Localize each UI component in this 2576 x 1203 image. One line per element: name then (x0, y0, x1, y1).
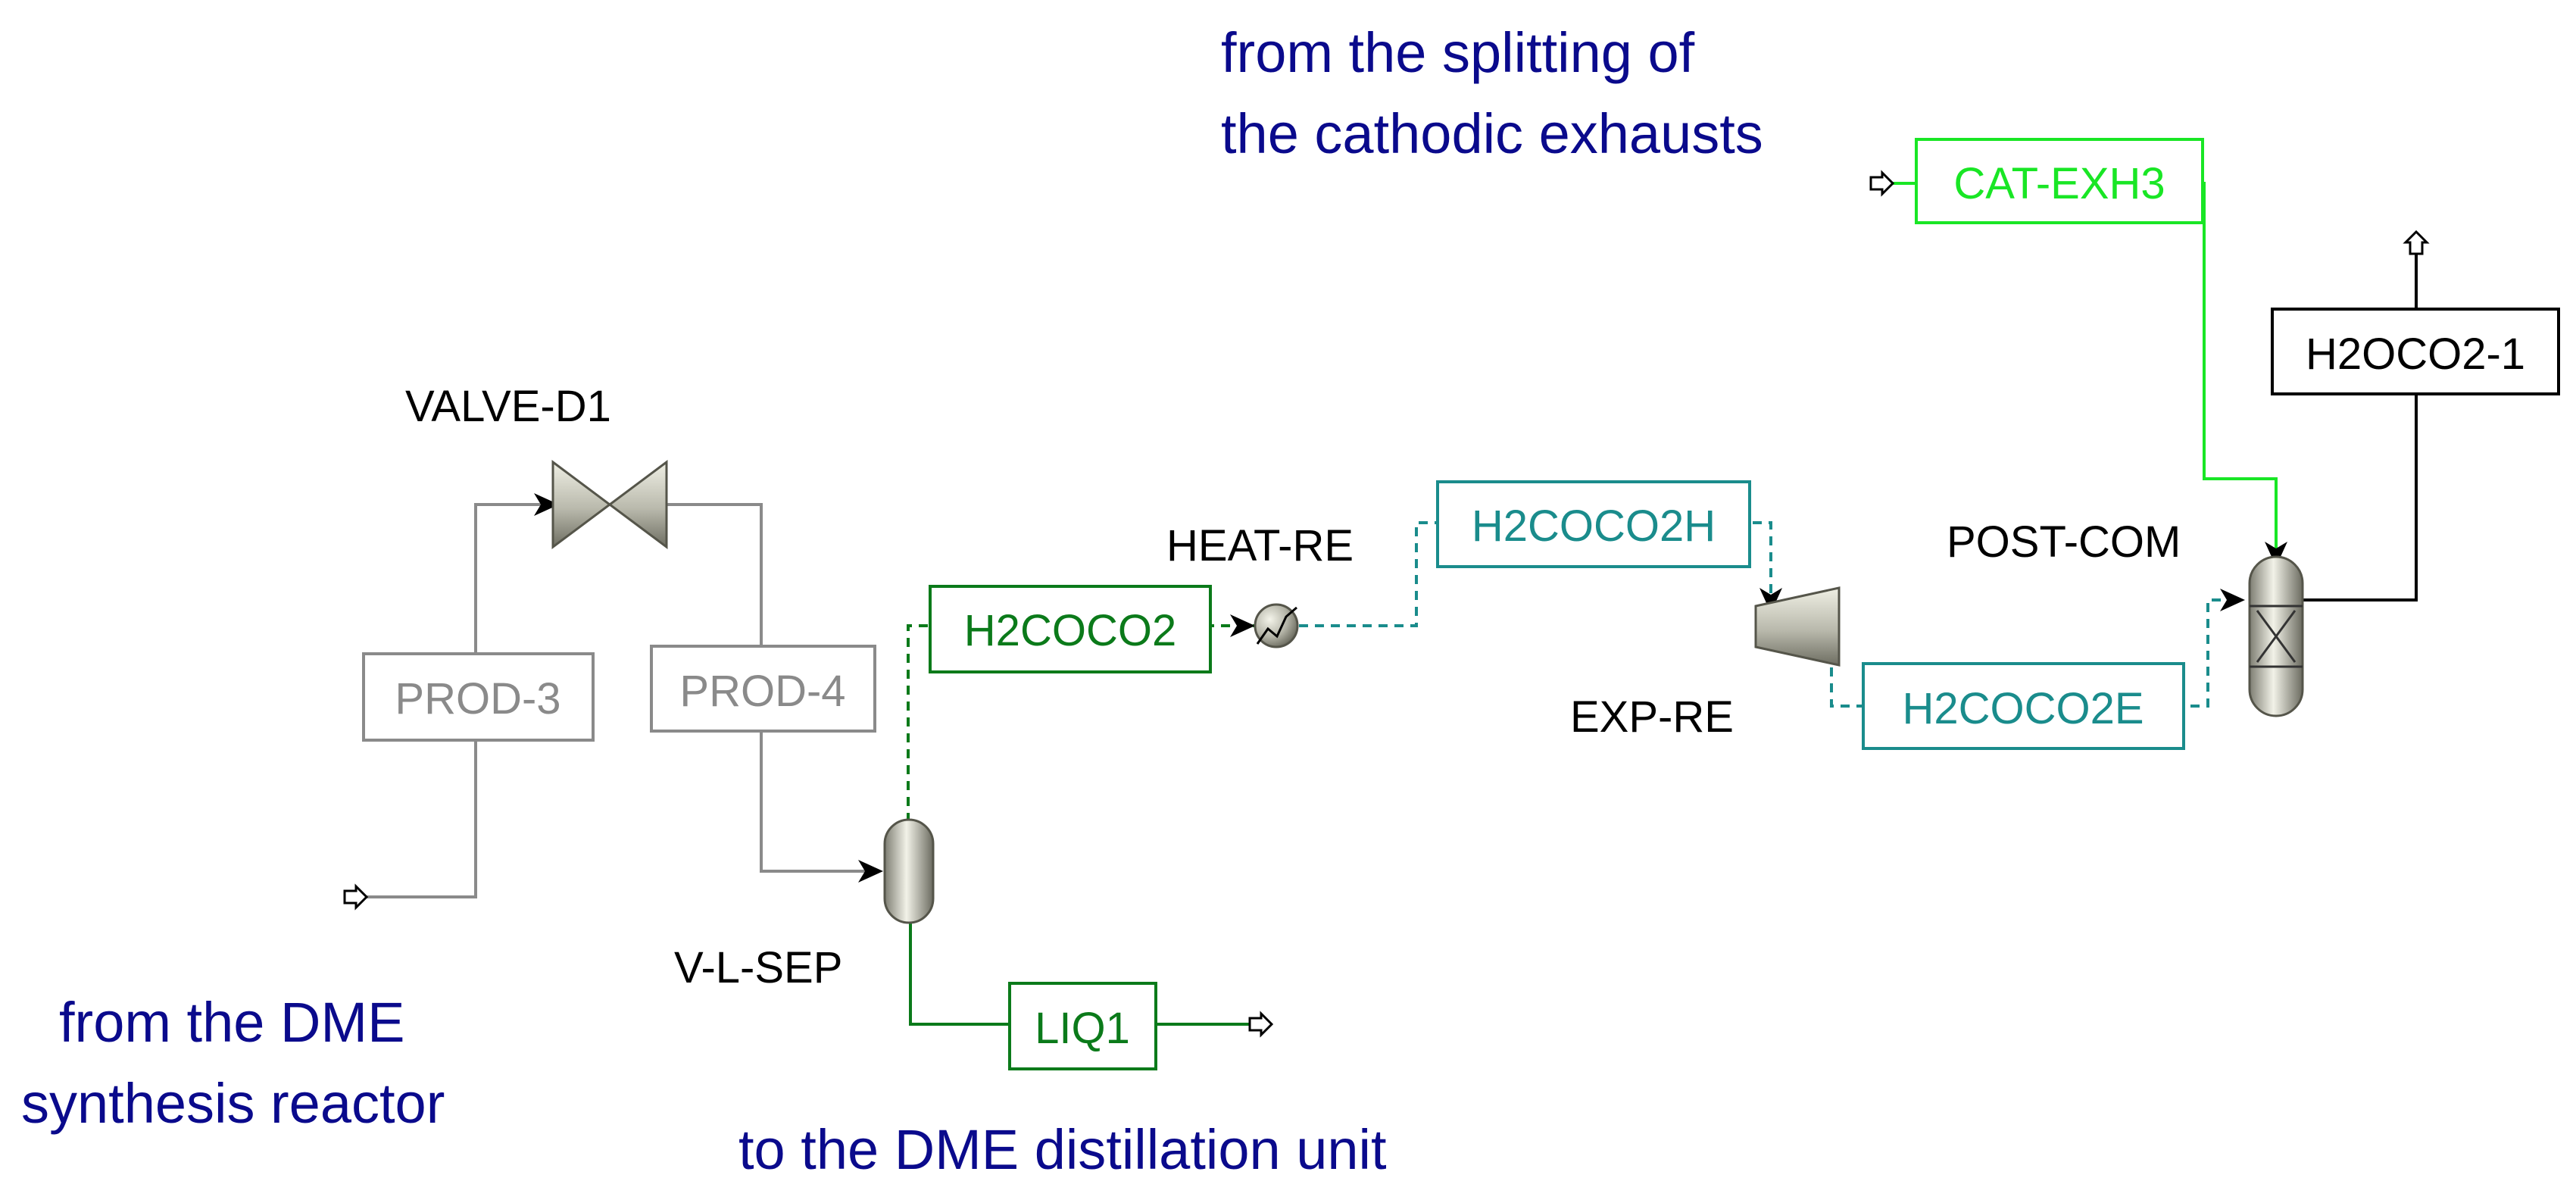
feed-arrow-cat-exh3-icon (1869, 170, 1895, 197)
stream-name-prod4: PROD-4 (679, 667, 845, 716)
block-name-heater: HEAT-RE (1166, 521, 1354, 570)
heater-icon[interactable] (1254, 603, 1299, 648)
stream-name-h2oco2-1: H2OCO2-1 (2306, 330, 2525, 379)
stream-label-h2coco2[interactable]: H2COCO2 (929, 585, 1212, 673)
arrow-into-valve (534, 493, 559, 516)
note-cathodic-line2: the cathodic exhausts (1221, 102, 1763, 165)
note-dme-reactor-line2: synthesis reactor (21, 1072, 445, 1135)
valve-icon[interactable] (551, 460, 668, 549)
product-arrow-h2oco2-1-icon (2403, 230, 2430, 255)
stream-name-h2coco2: H2COCO2 (964, 606, 1176, 655)
block-name-combustor: POST-COM (1947, 517, 2181, 567)
stream-label-cat-exh3[interactable]: CAT-EXH3 (1915, 138, 2204, 224)
block-name-expander: EXP-RE (1570, 692, 1734, 742)
stream-label-prod3[interactable]: PROD-3 (362, 652, 595, 742)
stream-line-cat-exh3[interactable] (1882, 182, 2278, 552)
block-name-separator: V-L-SEP (674, 943, 842, 992)
stream-label-h2coco2h[interactable]: H2COCO2H (1436, 480, 1751, 568)
stream-line-h2coco2[interactable] (907, 624, 1257, 822)
stream-label-liq1[interactable]: LIQ1 (1008, 982, 1157, 1070)
separator-icon[interactable] (883, 818, 935, 924)
stream-label-h2coco2e[interactable]: H2COCO2E (1862, 662, 2185, 750)
stream-label-h2oco2-1[interactable]: H2OCO2-1 (2271, 308, 2560, 395)
note-cathodic-line1: from the splitting of (1221, 21, 1695, 84)
arrow-into-combustor-top (2265, 542, 2287, 567)
expander-icon[interactable] (1754, 586, 1841, 667)
stream-name-liq1: LIQ1 (1035, 1004, 1130, 1053)
arrow-into-separator (858, 860, 883, 883)
product-arrow-liq1-icon (1248, 1011, 1274, 1038)
stream-line-h2coco2e[interactable] (1830, 598, 2231, 708)
stream-line-h2oco2-1[interactable] (2303, 254, 2418, 602)
note-distillation: to the DME distillation unit (738, 1118, 1387, 1181)
arrow-into-expander (1759, 588, 1782, 613)
stream-name-prod3: PROD-3 (395, 674, 560, 723)
stream-name-h2coco2e: H2COCO2E (1902, 684, 2144, 733)
stream-label-prod4[interactable]: PROD-4 (650, 645, 876, 733)
feed-arrow-prod3-icon (343, 883, 369, 911)
note-dme-reactor-line1: from the DME (59, 991, 404, 1054)
stream-name-cat-exh3: CAT-EXH3 (1953, 159, 2165, 208)
arrow-into-combustor-side (2220, 589, 2245, 611)
combustor-icon[interactable] (2248, 555, 2304, 717)
block-name-valve: VALVE-D1 (405, 382, 611, 431)
arrow-into-heater (1230, 614, 1255, 637)
stream-name-h2coco2h: H2COCO2H (1472, 502, 1716, 551)
